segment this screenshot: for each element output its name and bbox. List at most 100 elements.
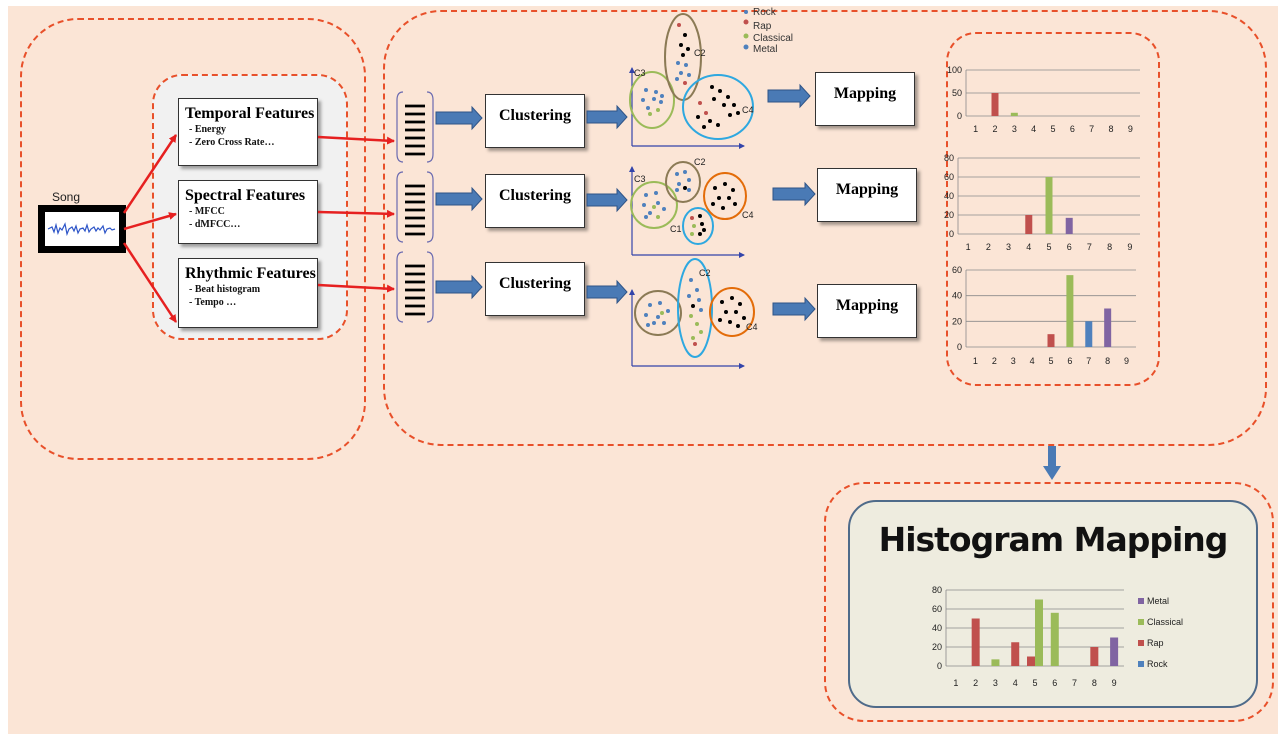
cluster-point: [675, 77, 679, 81]
cluster-c3: [634, 290, 682, 336]
cluster-point: [686, 47, 690, 51]
cluster-point: [656, 315, 660, 319]
cluster-point: [728, 113, 732, 117]
y-tick-label: 20: [932, 642, 942, 652]
cluster-point: [644, 313, 648, 317]
flow-arrows: [435, 83, 816, 322]
y-tick-label: 0: [957, 342, 962, 352]
flow-arrow: [435, 105, 483, 131]
cluster-point: [675, 188, 679, 192]
cluster-point: [679, 43, 683, 47]
cluster-label: C2: [694, 48, 706, 58]
cluster-c2: [665, 161, 701, 203]
cluster-point: [718, 318, 722, 322]
legend-label-rap: Rap: [753, 21, 772, 32]
feature-item: - Zero Cross Rate…: [189, 137, 275, 148]
x-tick-label: 7: [1087, 242, 1092, 252]
x-tick-label: 6: [1067, 356, 1072, 366]
clustering-box-1: Clustering: [485, 94, 585, 148]
cluster-c4: [709, 287, 755, 337]
feature-item: - MFCC: [189, 206, 225, 217]
bar-rap: [1090, 647, 1099, 666]
legend-swatch-classical: [1138, 619, 1144, 625]
x-tick-label: 9: [1127, 242, 1132, 252]
cluster-c3: [630, 181, 678, 229]
cluster-point: [718, 89, 722, 93]
cluster-point: [652, 97, 656, 101]
y-tick-label: 60: [932, 604, 942, 614]
legend-label-rap: Rap: [1147, 638, 1164, 648]
cluster-point: [693, 342, 697, 346]
cluster-point: [697, 298, 701, 302]
x-tick-label: 6: [1070, 124, 1075, 134]
cluster-point: [648, 211, 652, 215]
x-tick-label: 2: [986, 242, 991, 252]
flow-arrow: [586, 279, 628, 305]
x-tick-label: 2: [992, 356, 997, 366]
cluster-point: [659, 100, 663, 104]
x-tick-label: 7: [1072, 678, 1077, 688]
y-tick-label: 80: [932, 585, 942, 595]
cluster-point: [660, 94, 664, 98]
x-tick-label: 3: [993, 678, 998, 688]
cluster-point: [721, 206, 725, 210]
cluster-point: [700, 222, 704, 226]
legend-swatch-metal: [1138, 598, 1144, 604]
legend-label-metal: Metal: [753, 44, 777, 55]
legend-swatch-rap: [1138, 640, 1144, 646]
bar-rock: [1085, 321, 1093, 347]
rhythmic-features-box: Rhythmic Features - Beat histogram - Tem…: [178, 258, 318, 328]
feature-arrows: [317, 135, 395, 293]
cluster-point: [644, 88, 648, 92]
cluster-point: [699, 330, 703, 334]
y-tick-label: 40: [952, 291, 962, 301]
legend-label-rock: Rock: [753, 7, 777, 18]
x-tick-label: 3: [1012, 124, 1017, 134]
y-tick-label: 40: [944, 191, 954, 201]
cluster-point: [720, 300, 724, 304]
cluster-point: [698, 214, 702, 218]
cluster-point: [642, 203, 646, 207]
cluster-point: [687, 294, 691, 298]
x-tick-label: 2: [973, 678, 978, 688]
bar-rap: [1011, 642, 1020, 666]
y-tick-label: 20: [944, 210, 954, 220]
x-tick-label: 1: [973, 124, 978, 134]
cluster-point: [710, 85, 714, 89]
cluster-point: [676, 61, 680, 65]
cluster-point: [724, 310, 728, 314]
cluster-point: [679, 71, 683, 75]
feature-item: - Energy: [189, 124, 226, 135]
x-tick-label: 8: [1107, 242, 1112, 252]
cluster-label: C3: [634, 174, 646, 184]
cluster-point: [734, 310, 738, 314]
cluster-point: [742, 316, 746, 320]
cluster-point: [648, 303, 652, 307]
cluster-label: C1: [670, 224, 682, 234]
spectral-features-box: Spectral Features - MFCC - dMFCC…: [178, 180, 318, 244]
cluster-point: [646, 106, 650, 110]
y-tick-label: 60: [952, 265, 962, 275]
bar-classical: [1045, 177, 1053, 234]
x-tick-label: 3: [1006, 242, 1011, 252]
cluster-point: [728, 320, 732, 324]
feature-vectors: [396, 91, 434, 323]
cluster-point: [731, 188, 735, 192]
clustering-label: Clustering: [499, 187, 571, 204]
bar-rap: [991, 93, 999, 116]
cluster-point: [692, 224, 696, 228]
legend-swatch-rock: [1138, 661, 1144, 667]
feature-vector-2: [396, 171, 434, 243]
song-arrows: [122, 134, 178, 323]
feature-extraction-region: [20, 18, 366, 460]
feature-vector-3: [396, 251, 434, 323]
genre-legend-top: Rock Rap Classical Metal: [743, 7, 793, 55]
cluster-point: [677, 23, 681, 27]
cluster-c4: [703, 172, 747, 220]
cluster-point: [716, 123, 720, 127]
x-tick-label: 4: [1026, 242, 1031, 252]
